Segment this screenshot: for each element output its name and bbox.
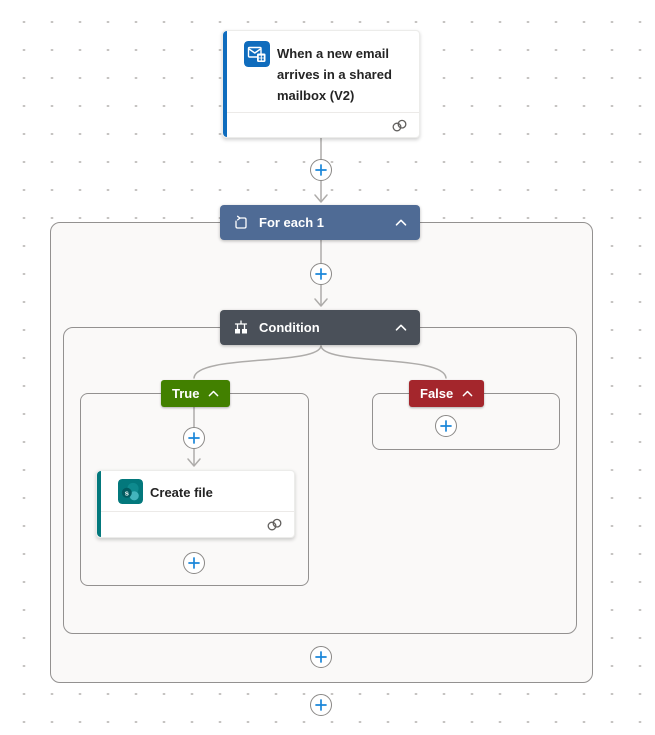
- plus-icon: [440, 420, 452, 432]
- insert-step-button-after-create-file[interactable]: [183, 552, 205, 574]
- trigger-accent-bar: [223, 31, 227, 137]
- foreach-label: For each 1: [259, 215, 325, 230]
- false-branch-label: False: [420, 386, 454, 401]
- true-branch-badge[interactable]: True: [161, 380, 231, 407]
- arrowhead-down-icon: [314, 194, 328, 203]
- insert-step-button-after-foreach[interactable]: [310, 694, 332, 716]
- branch-condition-icon: [234, 320, 248, 334]
- create-file-card-main: s Create file: [97, 471, 294, 511]
- plus-icon: [188, 557, 200, 569]
- linked-rings-icon[interactable]: [391, 119, 408, 132]
- loop-repeat-icon: [235, 215, 247, 229]
- create-file-accent-bar: [97, 471, 101, 537]
- svg-text:s: s: [125, 488, 129, 497]
- create-file-card-footer: [97, 511, 294, 537]
- condition-header[interactable]: Condition: [220, 310, 420, 345]
- plus-icon: [315, 268, 327, 280]
- plus-icon: [315, 699, 327, 711]
- create-file-title: Create file: [150, 484, 213, 500]
- trigger-card-footer: [223, 112, 419, 137]
- insert-step-button-true-branch[interactable]: [183, 427, 205, 449]
- condition-label: Condition: [259, 320, 320, 335]
- insert-step-button-inside-foreach[interactable]: [310, 263, 332, 285]
- trigger-title: When a new email arrives in a shared mai…: [277, 46, 392, 103]
- insert-step-button-after-trigger[interactable]: [310, 159, 332, 181]
- plus-icon: [315, 164, 327, 176]
- chevron-up-icon[interactable]: [395, 324, 407, 331]
- outlook-email-icon: [244, 41, 270, 67]
- foreach-header[interactable]: For each 1: [220, 205, 420, 240]
- create-file-card[interactable]: s Create file: [96, 470, 295, 538]
- chevron-up-icon[interactable]: [395, 219, 407, 226]
- chevron-up-icon[interactable]: [462, 390, 473, 397]
- plus-icon: [315, 651, 327, 663]
- linked-rings-icon[interactable]: [266, 518, 283, 531]
- false-branch-badge[interactable]: False: [409, 380, 485, 407]
- true-branch-label: True: [172, 386, 200, 401]
- plus-icon: [188, 432, 200, 444]
- insert-step-button-after-condition[interactable]: [310, 646, 332, 668]
- trigger-card[interactable]: When a new email arrives in a shared mai…: [222, 30, 420, 138]
- chevron-up-icon[interactable]: [208, 390, 219, 397]
- insert-step-button-false-branch[interactable]: [435, 415, 457, 437]
- sharepoint-icon: s: [118, 478, 143, 504]
- trigger-card-main: When a new email arrives in a shared mai…: [223, 31, 419, 112]
